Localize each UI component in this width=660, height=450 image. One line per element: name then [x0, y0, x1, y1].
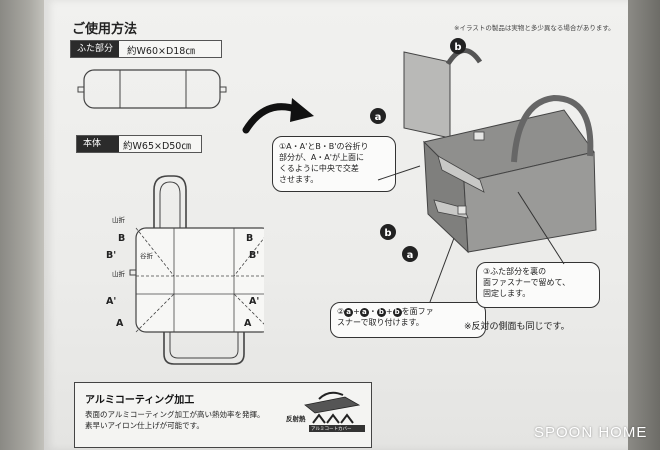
reflect-heat-label: 反射熱 [286, 415, 306, 423]
callout-3-pointer [517, 191, 565, 265]
step3-line-3: 固定します。 [483, 289, 531, 298]
label-A-right: A [244, 318, 252, 329]
callout-step-3: ③ふた部分を裏の 面ファスナーで留めて、 固定します。 [476, 262, 600, 308]
marker-b-top: b [450, 38, 466, 54]
aluminum-coating-box: アルミコーティング加工 表面のアルミコーティング加工が高い熱効率を発揮。 素早い… [74, 382, 372, 448]
callout-1-pointer [377, 165, 421, 181]
body-dimension: 約W65×D50㎝ [123, 141, 191, 152]
marker-a-lower: a [402, 246, 418, 262]
lid-spec-box: ふた部分 約W60×D18㎝ [70, 40, 222, 58]
aluminum-title: アルミコーティング加工 [85, 395, 195, 406]
aluminum-cover-caption: アルミコートカバー [311, 427, 352, 432]
step1-line-3: くるように中央で交差 [279, 164, 359, 173]
step3-line-2: 面ファスナーで留めて、 [483, 278, 571, 287]
background-right-edge [624, 0, 660, 450]
step1-line-2: 部分が、A・A'が上面に [279, 153, 364, 162]
iron-icon [304, 391, 365, 432]
aluminum-text-1: 表面のアルミコーティング加工が高い熱効率を発揮。 [85, 410, 265, 419]
aluminum-text-2: 素早いアイロン仕上げが可能です。 [85, 421, 204, 430]
valley-fold-label: 谷折 [140, 252, 153, 260]
svg-text:a: a [375, 112, 382, 123]
step3-line-1: ③ふた部分を裏の [483, 267, 547, 276]
body-label: 本体 [77, 136, 119, 152]
lid-label: ふた部分 [71, 41, 120, 57]
label-A-prime-right: A' [249, 296, 260, 307]
marker-a-upper: a [370, 108, 386, 124]
marker-b-lower: b [380, 224, 396, 240]
mountain-fold-label-top: 山折 [112, 216, 125, 224]
callout-step-1: ①A・A'とB・B'の谷折り 部分が、A・A'が上面に くるように中央で交差 さ… [272, 136, 396, 192]
label-A-prime-left: A' [106, 296, 117, 307]
step1-line-4: させます。 [279, 175, 319, 184]
instruction-sheet: ご使用方法 ※イラストの製品は実物と多少異なる場合があります。 ふた部分 約W6… [44, 0, 628, 450]
step1-line-1: ①A・A'とB・B'の谷折り [279, 142, 369, 151]
page-title: ご使用方法 [72, 22, 138, 37]
body-spec-box: 本体 約W65×D50㎝ [76, 135, 202, 153]
lid-diagram [77, 69, 227, 109]
background-left-edge [0, 0, 48, 450]
reverse-side-note: ※反対の側面も同じです。 [464, 322, 570, 332]
label-A-left: A [116, 318, 124, 329]
svg-text:b: b [454, 42, 461, 53]
arrow-icon [242, 98, 314, 134]
watermark: SPOON HOME [534, 424, 648, 441]
label-B-prime-left: B' [106, 250, 117, 261]
label-B-right: B [246, 233, 254, 244]
step2-line-2: スナーで取り付けます。 [337, 318, 424, 327]
illustration-note: ※イラストの製品は実物と多少異なる場合があります。 [454, 24, 615, 32]
svg-text:b: b [384, 228, 391, 239]
svg-text:a: a [407, 250, 414, 261]
callout-2-pointer [429, 237, 455, 303]
body-flat-diagram [129, 175, 264, 365]
label-B-left: B [118, 233, 126, 244]
label-B-prime-right: B' [249, 250, 260, 261]
lid-dimension: 約W60×D18㎝ [127, 46, 195, 57]
mountain-fold-label-bottom: 山折 [112, 270, 125, 278]
